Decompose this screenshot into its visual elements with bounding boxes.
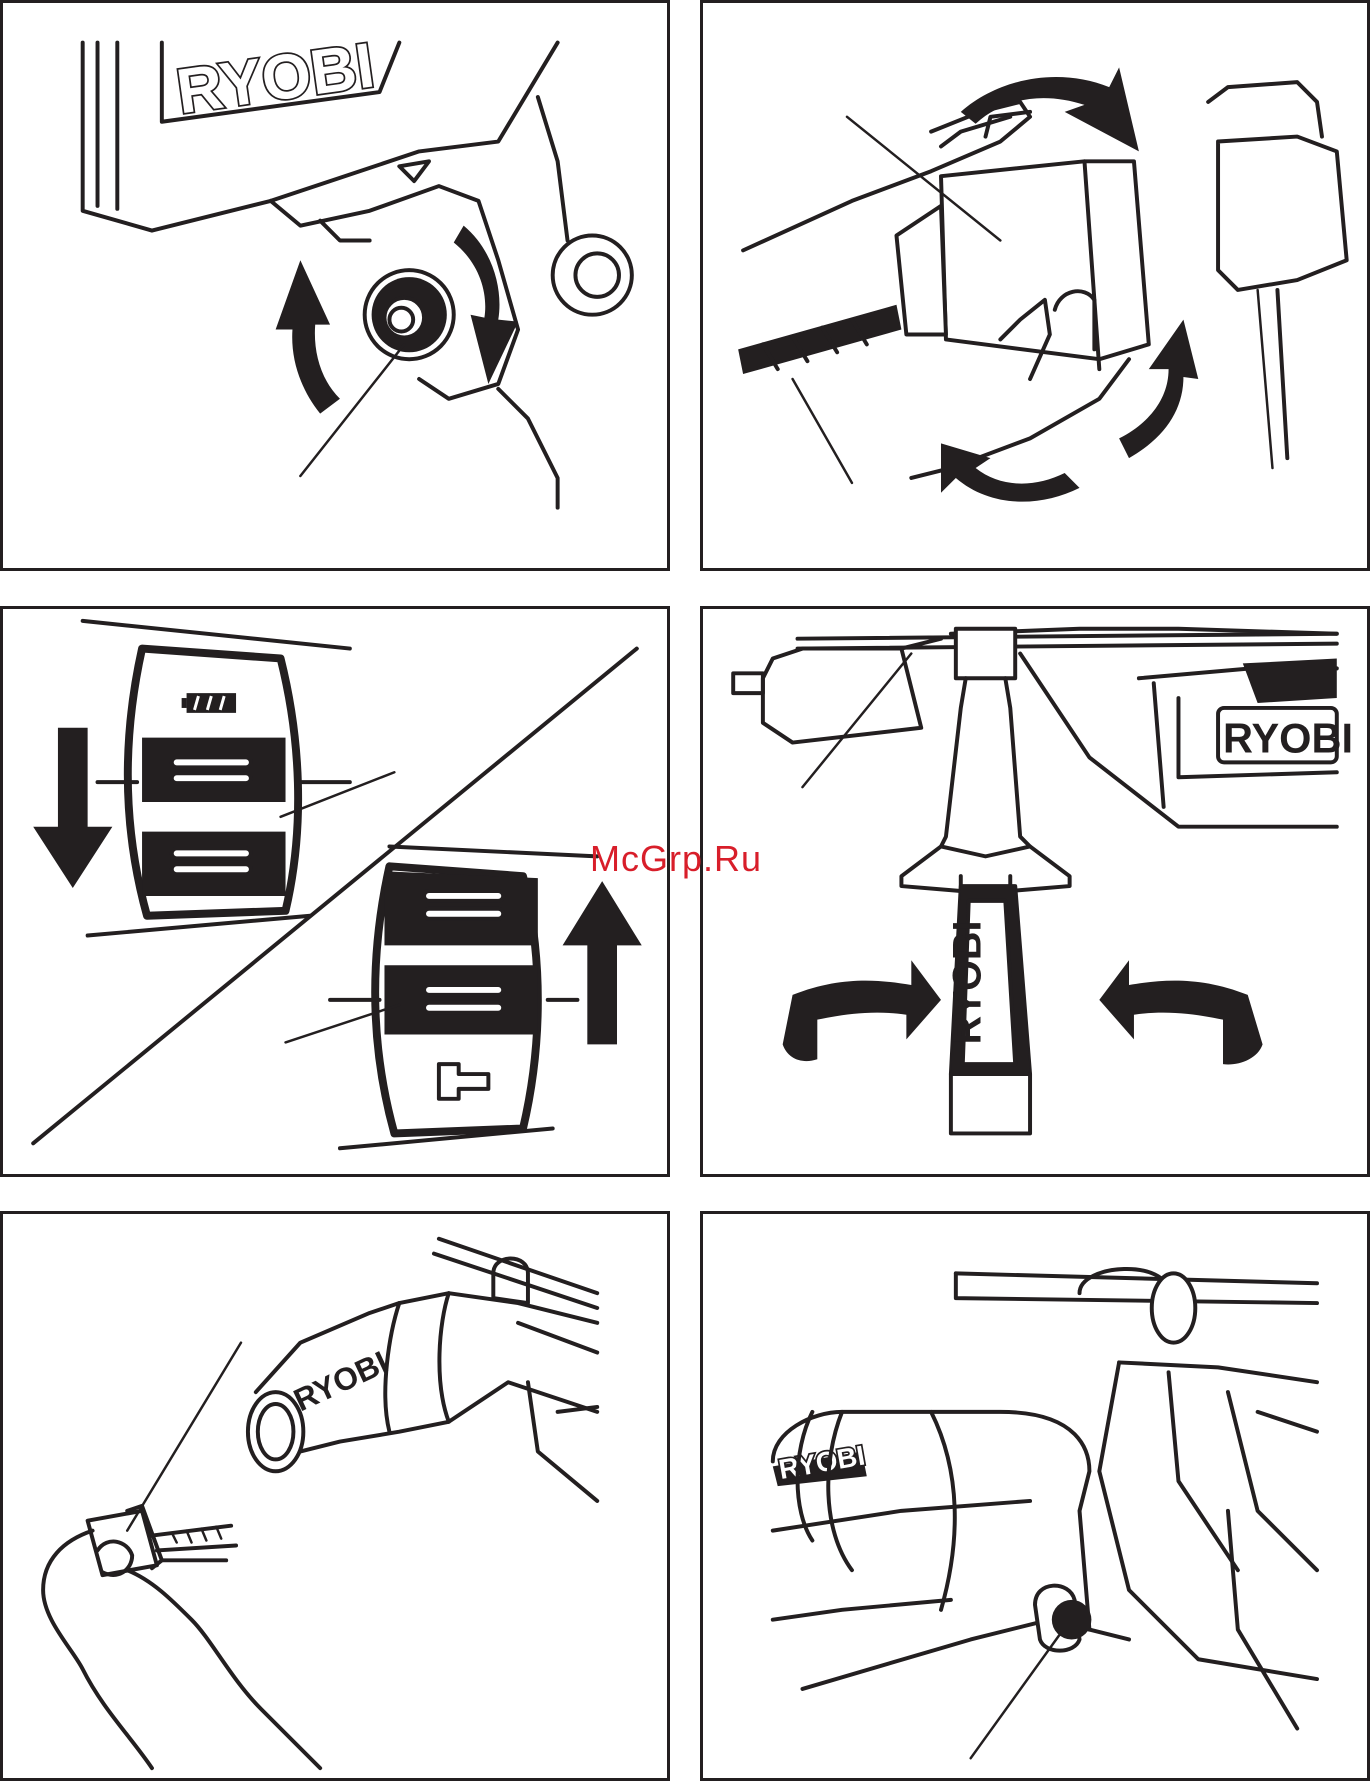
watermark: McGrp.Ru (590, 838, 762, 880)
arrow-up-icon (563, 881, 642, 1044)
panel-bit-storage: RYOBI (0, 1211, 670, 1781)
rotate-arrow-icon (961, 67, 1139, 151)
rotate-arrow-icon (1099, 960, 1262, 1064)
bit-storage-illustration: RYOBI (3, 1214, 667, 1778)
hand-icon (43, 1531, 320, 1768)
rotate-counterclockwise-arrow-icon (276, 260, 340, 413)
drill-bit-icon (152, 1526, 236, 1561)
depth-rod-lock-illustration: RYOBI (703, 1214, 1367, 1778)
mode-switch-drill (128, 649, 298, 916)
rotate-arrow-icon (783, 960, 941, 1061)
handle-brand-logo: RYOBI (288, 1344, 393, 1419)
chuck-tighten-illustration (703, 3, 1367, 568)
brand-logo: RYOBI (1223, 714, 1353, 761)
brand-logo: RYOBI (172, 30, 378, 127)
mode-switch-hammer (375, 866, 538, 1133)
auxiliary-handle-icon: RYOBI (901, 629, 1069, 1134)
panel-auxiliary-handle: RYOBI RYOBI (700, 606, 1370, 1177)
lock-knob-icon (1035, 1586, 1091, 1651)
auxiliary-handle-illustration: RYOBI RYOBI (703, 609, 1367, 1174)
speed-dial-icon (365, 270, 454, 359)
mode-selector-illustration (3, 609, 667, 1174)
panel-chuck-tighten (700, 0, 1370, 571)
panel-depth-rod-lock: RYOBI (700, 1211, 1370, 1781)
drill-bit-icon (738, 305, 901, 374)
handle-brand-logo: RYOBI (946, 921, 990, 1045)
speed-dial-illustration: RYOBI (3, 3, 667, 568)
depth-rod-icon (798, 634, 1337, 639)
arrow-down-icon (33, 728, 112, 888)
depth-rod-icon (439, 1239, 597, 1293)
depth-rod-icon (956, 1273, 1317, 1303)
panel-speed-dial: RYOBI (0, 0, 670, 571)
bit-holder-icon (88, 1506, 162, 1575)
panel-mode-selector (0, 606, 670, 1177)
rotate-arrow-icon (941, 443, 1080, 501)
keyless-chuck-icon (896, 161, 1148, 369)
battery-symbol-icon (182, 693, 236, 713)
